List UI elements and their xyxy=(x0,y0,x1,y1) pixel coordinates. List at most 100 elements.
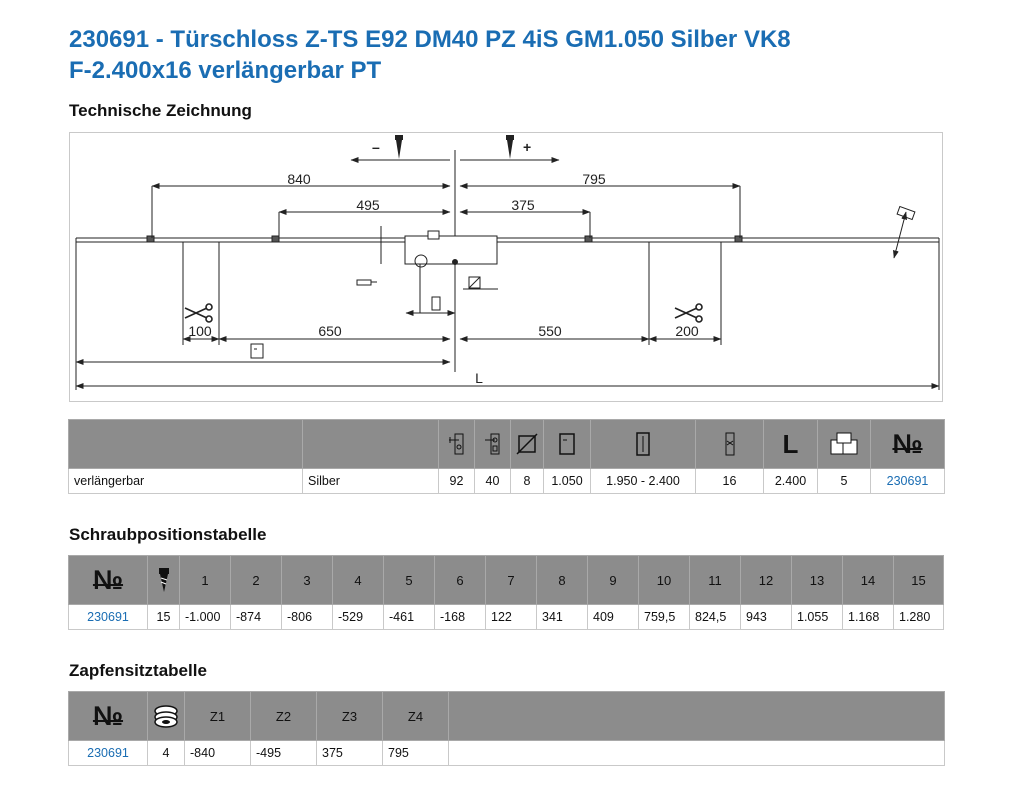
dim-495: 495 xyxy=(356,197,380,213)
pin-position-cell-2: -495 xyxy=(250,740,317,766)
page-title: 230691 - Türschloss Z-TS E92 DM40 PZ 4iS… xyxy=(69,24,969,86)
product-number-link[interactable]: 230691 xyxy=(870,468,945,494)
screw-position-cell-5: -461 xyxy=(383,604,435,630)
pin-icon xyxy=(147,691,185,741)
screw-column-header-6: 6 xyxy=(434,555,486,605)
screw-column-header-13: 13 xyxy=(791,555,843,605)
square-spindle-icon xyxy=(510,419,544,469)
number-symbol: № xyxy=(892,428,923,459)
dim-375: 375 xyxy=(511,197,535,213)
screw-position-cell-3: -806 xyxy=(281,604,333,630)
pin-row-filler xyxy=(448,740,945,766)
product-number-link[interactable]: 230691 xyxy=(68,740,148,766)
screw-column-header-3: 3 xyxy=(281,555,333,605)
cut-count-icon xyxy=(695,419,764,469)
dim-100: 100 xyxy=(188,323,212,339)
screw-column-header-4: 4 xyxy=(332,555,384,605)
cell-surface: Silber xyxy=(302,468,439,494)
dim-L: L xyxy=(475,370,483,386)
screw-position-cell-14: 1.168 xyxy=(842,604,894,630)
minus-label: – xyxy=(372,139,380,155)
cell-length: 2.400 xyxy=(763,468,818,494)
dim-550: 550 xyxy=(538,323,562,339)
technical-drawing: – + 840 795 495 375 100 650 550 200 L xyxy=(69,132,943,402)
product-table: L № verlängerbar Silber 92 40 8 1.050 1.… xyxy=(68,419,945,494)
screw-position-cell-7: 122 xyxy=(485,604,537,630)
screw-position-cell-6: -168 xyxy=(434,604,486,630)
gear-box xyxy=(404,235,498,265)
length-range-icon xyxy=(590,419,696,469)
technical-drawing-svg: – + 840 795 495 375 100 650 550 200 L xyxy=(75,135,940,390)
screw-column-header-1: 1 xyxy=(179,555,231,605)
number-icon: № xyxy=(870,419,945,469)
title-line-1: 230691 - Türschloss Z-TS E92 DM40 PZ 4iS… xyxy=(69,26,791,53)
section-heading-drawing: Technische Zeichnung xyxy=(69,101,252,120)
cell-pin-count: 4 xyxy=(147,740,185,766)
section-heading-screws: Schraubpositionstabelle xyxy=(69,525,267,544)
spindle-hole xyxy=(414,254,428,268)
title-line-2: F-2.400x16 verlängerbar PT xyxy=(69,57,382,84)
screw-position-cell-4: -529 xyxy=(332,604,384,630)
dim-650: 650 xyxy=(318,323,342,339)
screw-position-cell-9: 409 xyxy=(587,604,639,630)
screw-column-header-15: 15 xyxy=(893,555,944,605)
screw-icon xyxy=(147,555,180,605)
screw-column-header-2: 2 xyxy=(230,555,282,605)
screw-column-header-7: 7 xyxy=(485,555,537,605)
screw-position-cell-2: -874 xyxy=(230,604,282,630)
number-symbol: № xyxy=(92,700,124,731)
screw-position-cell-1: -1.000 xyxy=(179,604,231,630)
screw-column-header-11: 11 xyxy=(689,555,741,605)
cell-distance: 40 xyxy=(474,468,511,494)
section-heading-pins: Zapfensitztabelle xyxy=(69,661,207,680)
screw-position-cell-13: 1.055 xyxy=(791,604,843,630)
screw-position-cell-15: 1.280 xyxy=(893,604,944,630)
cell-gear-height: 1.050 xyxy=(543,468,591,494)
cell-length-range: 1.950 - 2.400 xyxy=(590,468,696,494)
pack-unit-icon xyxy=(817,419,871,469)
product-number-link[interactable]: 230691 xyxy=(68,604,148,630)
cell-square: 8 xyxy=(510,468,544,494)
number-icon: № xyxy=(68,555,148,605)
backset-icon xyxy=(438,419,475,469)
pin-column-header-2: Z2 xyxy=(250,691,317,741)
header-empty-1 xyxy=(68,419,303,469)
pin-column-header-4: Z4 xyxy=(382,691,449,741)
pin-column-header-1: Z1 xyxy=(184,691,251,741)
pin-position-cell-1: -840 xyxy=(184,740,251,766)
product-table-header: L № xyxy=(68,419,945,469)
cell-screw-count: 15 xyxy=(147,604,180,630)
screw-column-header-12: 12 xyxy=(740,555,792,605)
screw-icons: – + xyxy=(372,135,531,159)
pin-header-filler xyxy=(448,691,945,741)
screw-position-cell-12: 943 xyxy=(740,604,792,630)
scissors-icons xyxy=(184,303,703,323)
table-row: verlängerbar Silber 92 40 8 1.050 1.950 … xyxy=(68,468,945,494)
cell-cut-count: 16 xyxy=(695,468,764,494)
screw-column-header-14: 14 xyxy=(842,555,894,605)
length-L-icon: L xyxy=(763,419,818,469)
screw-position-cell-10: 759,5 xyxy=(638,604,690,630)
header-empty-2 xyxy=(302,419,439,469)
pin-position-cell-3: 375 xyxy=(316,740,383,766)
pin-column-header-3: Z3 xyxy=(316,691,383,741)
screw-column-header-9: 9 xyxy=(587,555,639,605)
screw-column-header-10: 10 xyxy=(638,555,690,605)
distance-icon xyxy=(474,419,511,469)
dim-795: 795 xyxy=(582,171,606,187)
screw-position-cell-8: 341 xyxy=(536,604,588,630)
length-L-label: L xyxy=(782,428,799,459)
screw-column-header-8: 8 xyxy=(536,555,588,605)
pin-position-cell-4: 795 xyxy=(382,740,449,766)
number-icon: № xyxy=(68,691,148,741)
screw-position-cell-11: 824,5 xyxy=(689,604,741,630)
dim-200: 200 xyxy=(675,323,699,339)
gear-height-icon xyxy=(543,419,591,469)
dim-840: 840 xyxy=(287,171,311,187)
